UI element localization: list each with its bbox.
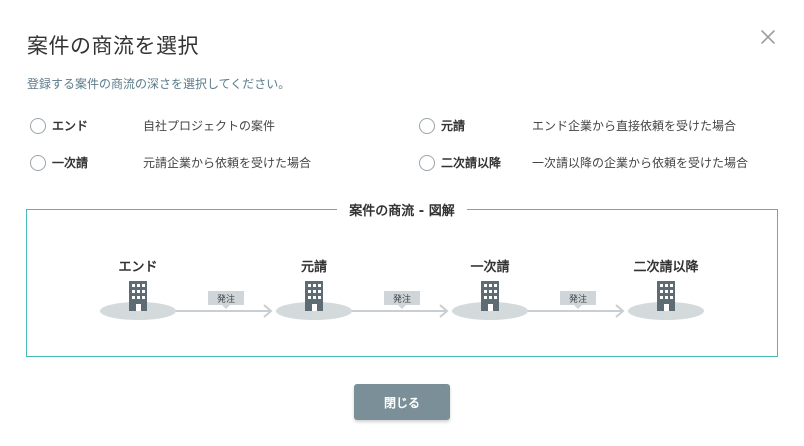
building-icon (481, 281, 499, 311)
option-prime[interactable]: 元請 (419, 117, 465, 134)
radio-prime[interactable] (419, 117, 435, 134)
order-tag-label-3: 発注 (569, 293, 587, 305)
flow-arrow-1 (174, 304, 273, 318)
option-end[interactable]: エンド (30, 117, 88, 134)
building-icon (305, 281, 323, 311)
option-label-prime: 元請 (441, 119, 466, 133)
building-icon (657, 281, 675, 311)
stage-node-prime (276, 281, 352, 320)
option-primary-sub[interactable]: 一次請 (30, 154, 88, 171)
radio-end[interactable] (30, 117, 46, 134)
flow-arrow-3 (526, 304, 625, 318)
stage-label-secondary-sub: 二次請以降 (633, 260, 699, 275)
option-desc-primary-sub: 元請企業から依頼を受けた場合 (143, 156, 312, 170)
building-icon (129, 281, 147, 311)
flow-arrow-2 (350, 304, 449, 318)
order-tag-2: 発注 (384, 291, 420, 309)
stage-node-primary-sub (452, 281, 528, 320)
radio-primary-sub[interactable] (30, 154, 46, 171)
order-tag-1: 発注 (208, 291, 244, 309)
order-tag-label-1: 発注 (217, 293, 235, 305)
dialog-title: 案件の商流を選択 (27, 34, 199, 58)
radio-secondary-sub[interactable] (419, 154, 435, 171)
stage-node-secondary-sub (628, 281, 704, 320)
option-secondary-sub[interactable]: 二次請以降 (419, 154, 501, 171)
option-label-end: エンド (52, 119, 89, 133)
option-desc-end: 自社プロジェクトの案件 (143, 119, 276, 133)
flow-diagram-title: 案件の商流 - 図解 (337, 204, 467, 219)
close-icon[interactable] (757, 26, 779, 48)
close-button[interactable]: 閉じる (354, 384, 450, 420)
order-tag-3: 発注 (560, 291, 596, 309)
option-desc-secondary-sub: 一次請以降の企業から依頼を受けた場合 (532, 156, 749, 170)
order-tag-label-2: 発注 (393, 293, 411, 305)
stage-node-end (100, 281, 176, 320)
option-label-primary-sub: 一次請 (52, 156, 89, 170)
option-label-secondary-sub: 二次請以降 (441, 156, 502, 170)
stage-label-prime: 元請 (300, 260, 327, 275)
dialog-subtitle: 登録する案件の商流の深さを選択してください。 (27, 77, 291, 91)
stage-label-end: エンド (118, 260, 158, 275)
option-desc-prime: エンド企業から直接依頼を受けた場合 (532, 119, 737, 133)
stage-label-primary-sub: 一次請 (470, 260, 510, 275)
flow-diagram-title-wrap: 案件の商流 - 図解 (0, 200, 804, 219)
